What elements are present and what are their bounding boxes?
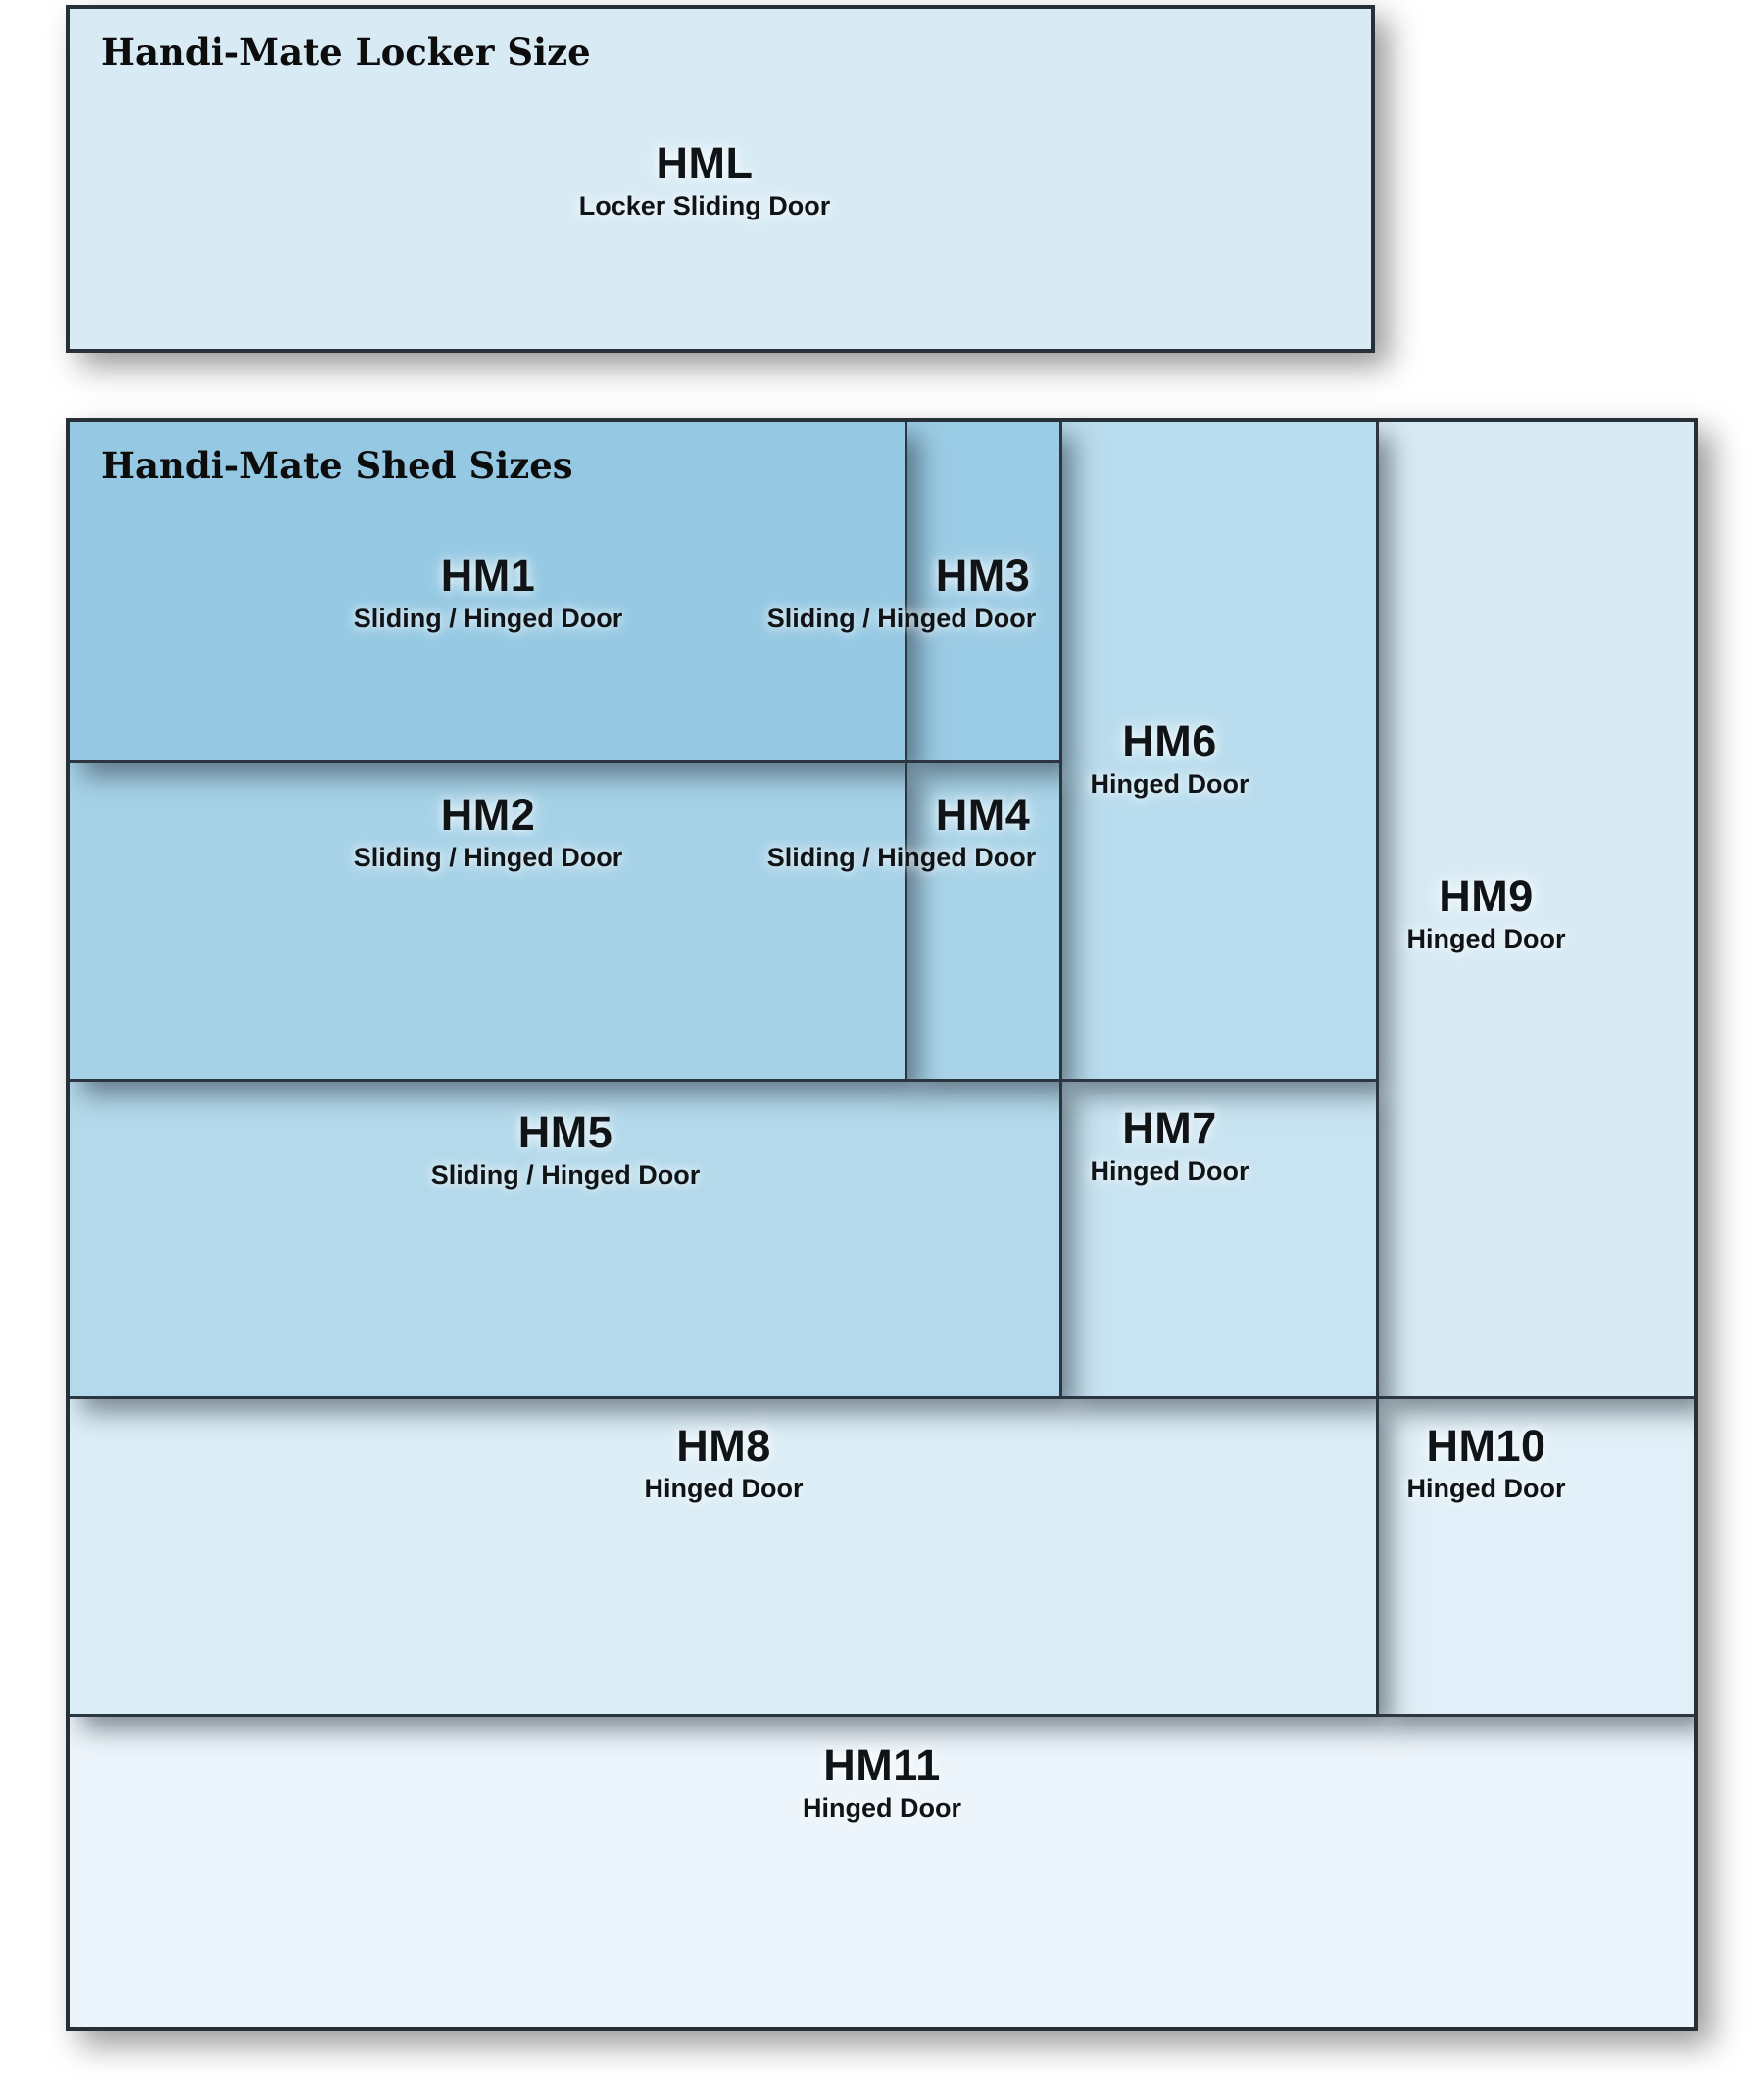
grid-line-horizontal-hm5-hm8	[70, 1396, 1694, 1399]
shed-section-heading: Handi-Mate Shed Sizes	[101, 444, 573, 487]
unit-region-hm2	[70, 762, 906, 1081]
grid-line-horizontal-hm1-hm2	[70, 760, 1061, 763]
unit-code-hm8: HM8	[676, 1421, 771, 1471]
unit-region-hm7	[1061, 1081, 1378, 1398]
unit-door-hm11: Hinged Door	[803, 1793, 961, 1823]
unit-region-hm6	[1061, 422, 1378, 1081]
grid-line-vertical-hm6-hm9	[1376, 422, 1379, 1716]
unit-door-hm1: Sliding / Hinged Door	[353, 604, 623, 633]
unit-label-hm4: HM4 Sliding / Hinged Door	[767, 790, 1138, 874]
unit-code-hm5: HM5	[517, 1107, 613, 1157]
grid-line-vertical-hm1-hm3	[905, 422, 907, 1081]
unit-code-hm4: HM4	[935, 790, 1031, 840]
unit-region-hm4	[906, 762, 1061, 1081]
unit-label-hm10: HM10 Hinged Door	[1328, 1421, 1644, 1505]
unit-code-hm3: HM3	[935, 551, 1031, 601]
unit-code-hml: HML	[656, 138, 754, 188]
unit-label-hml: HML Locker Sliding Door	[70, 138, 1340, 222]
unit-code-hm10: HM10	[1426, 1421, 1546, 1471]
unit-label-hm6: HM6 Hinged Door	[1011, 716, 1328, 801]
unit-label-hm5: HM5 Sliding / Hinged Door	[70, 1107, 1061, 1191]
grid-line-horizontal-hm8-hm11	[70, 1714, 1694, 1717]
unit-door-hm4: Sliding / Hinged Door	[766, 843, 1037, 872]
unit-door-hm6: Hinged Door	[1090, 769, 1250, 799]
unit-region-hm8	[70, 1398, 1378, 1716]
unit-door-hm9: Hinged Door	[1406, 924, 1566, 953]
unit-region-hm1	[70, 422, 906, 762]
unit-region-hm3	[906, 422, 1061, 762]
grid-line-horizontal-hm2-hm5	[70, 1079, 1379, 1082]
unit-door-hm3: Sliding / Hinged Door	[766, 604, 1037, 633]
unit-code-hm11: HM11	[823, 1740, 941, 1790]
unit-label-hm3: HM3 Sliding / Hinged Door	[767, 551, 1138, 635]
unit-code-hm7: HM7	[1122, 1103, 1217, 1153]
unit-door-hm5: Sliding / Hinged Door	[430, 1160, 701, 1190]
unit-region-hm10	[1378, 1398, 1694, 1716]
unit-door-hm7: Hinged Door	[1090, 1156, 1250, 1186]
unit-code-hm9: HM9	[1439, 871, 1534, 921]
shed-sizes-box: Handi-Mate Shed Sizes HM1 Sliding / Hing…	[66, 418, 1698, 2031]
unit-door-hml: Locker Sliding Door	[578, 191, 831, 220]
unit-code-hm6: HM6	[1122, 716, 1217, 766]
unit-label-hm2: HM2 Sliding / Hinged Door	[70, 790, 906, 874]
unit-code-hm1: HM1	[440, 551, 536, 601]
locker-size-box: Handi-Mate Locker Size HML Locker Slidin…	[66, 5, 1375, 353]
unit-label-hm9: HM9 Hinged Door	[1328, 871, 1644, 955]
unit-region-hm11	[70, 1716, 1694, 2027]
unit-label-hm1: HM1 Sliding / Hinged Door	[70, 551, 906, 635]
grid-line-vertical-hm3-hm6	[1059, 422, 1062, 1398]
unit-region-hm9	[1378, 422, 1694, 1398]
unit-label-hm7: HM7 Hinged Door	[1011, 1103, 1328, 1188]
unit-code-hm2: HM2	[440, 790, 536, 840]
unit-door-hm8: Hinged Door	[644, 1474, 804, 1503]
unit-label-hm8: HM8 Hinged Door	[70, 1421, 1378, 1505]
unit-region-hm5	[70, 1081, 1061, 1398]
unit-label-hm11: HM11 Hinged Door	[70, 1740, 1694, 1824]
unit-door-hm2: Sliding / Hinged Door	[353, 843, 623, 872]
locker-section-heading: Handi-Mate Locker Size	[101, 30, 591, 73]
unit-door-hm10: Hinged Door	[1406, 1474, 1566, 1503]
